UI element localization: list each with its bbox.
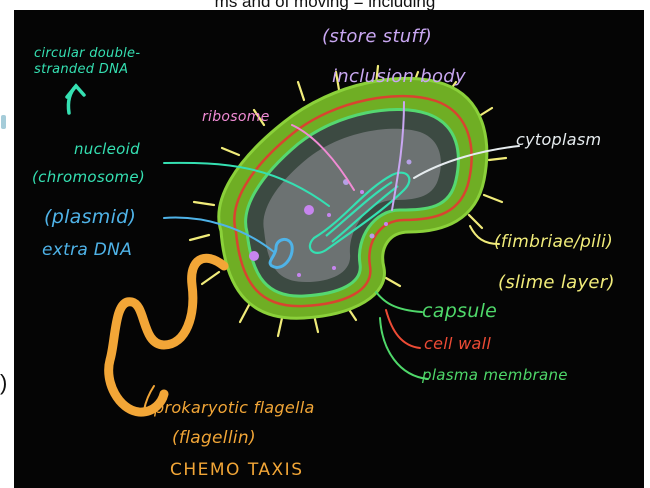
label-flagellin: (flagellin) bbox=[172, 430, 256, 447]
label-cytoplasm: cytoplasm bbox=[516, 132, 601, 148]
label-inclusion-body: inclusion body bbox=[332, 68, 466, 86]
left-edge-fragment: ) bbox=[0, 370, 7, 396]
label-fimbriae-pili: (fimbriae/pili) bbox=[494, 234, 613, 251]
label-cell-wall: cell wall bbox=[424, 336, 491, 352]
label-capsule: capsule bbox=[422, 302, 497, 321]
label-circular-dna: circular double-stranded DNA bbox=[34, 46, 184, 79]
label-plasma-membrane: plasma membrane bbox=[422, 368, 568, 383]
label-ribosome: ribosome bbox=[202, 110, 270, 124]
blackboard-diagram: circular double-stranded DNA nucleoid (c… bbox=[14, 10, 644, 488]
label-slime-layer: (slime layer) bbox=[498, 274, 615, 292]
label-store-stuff: (store stuff) bbox=[322, 28, 432, 46]
label-chemotaxis: CHEMO TAXIS bbox=[170, 462, 304, 479]
label-extra-dna: extra DNA bbox=[42, 242, 132, 259]
label-nucleoid: nucleoid bbox=[74, 142, 140, 157]
label-plasmid: (plasmid) bbox=[44, 208, 136, 227]
label-chromosome: (chromosome) bbox=[32, 170, 145, 185]
left-edge-mark bbox=[1, 115, 6, 129]
label-prokaryotic-flagella: prokaryotic flagella bbox=[154, 400, 315, 416]
